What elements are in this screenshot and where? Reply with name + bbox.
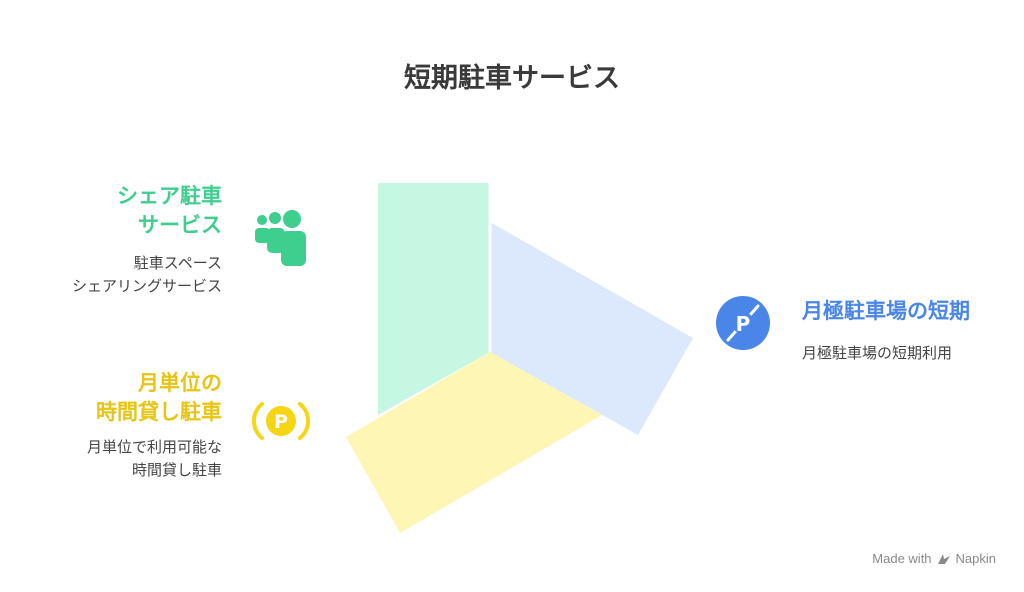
no-parking-letter: P bbox=[736, 312, 751, 336]
short-term-heading: 月極駐車場の短期 bbox=[802, 299, 970, 323]
monthly-parking-heading-line2: 時間貸し駐車 bbox=[96, 400, 222, 424]
segment-green bbox=[378, 183, 490, 415]
watermark-brand: Napkin bbox=[955, 551, 996, 566]
monthly-parking-desc-line2: 時間貸し駐車 bbox=[131, 461, 222, 479]
watermark-prefix: Made with bbox=[872, 551, 932, 566]
monthly-parking-heading-line1: 月単位の bbox=[138, 371, 222, 395]
segment-blue bbox=[490, 222, 693, 435]
napkin-logo-icon bbox=[937, 553, 950, 564]
people-group-icon bbox=[255, 210, 306, 266]
share-parking-heading-line2: サービス bbox=[138, 213, 222, 237]
monthly-parking-desc-line1: 月単位で利用可能な bbox=[86, 438, 222, 456]
no-parking-icon: P bbox=[716, 296, 770, 350]
share-parking-desc-line1: 駐車スペース bbox=[133, 254, 222, 272]
parking-sign-icon: P bbox=[252, 402, 310, 440]
short-term-description: 月極駐車場の短期利用 bbox=[802, 344, 953, 362]
monthly-parking-heading: 月単位の 時間貸し駐車 bbox=[40, 369, 222, 427]
segment-yellow bbox=[346, 352, 602, 533]
monthly-parking-description: 月単位で利用可能な 時間貸し駐車 bbox=[20, 436, 222, 482]
page-title: 短期駐車サービス bbox=[404, 63, 620, 94]
share-parking-desc-line2: シェアリングサービス bbox=[71, 277, 222, 295]
napkin-watermark[interactable]: Made with Napkin bbox=[872, 551, 996, 566]
share-parking-heading: シェア駐車 サービス bbox=[60, 182, 222, 240]
share-parking-heading-line1: シェア駐車 bbox=[117, 184, 222, 208]
share-parking-description: 駐車スペース シェアリングサービス bbox=[20, 252, 222, 298]
parking-sign-letter: P bbox=[274, 411, 288, 433]
